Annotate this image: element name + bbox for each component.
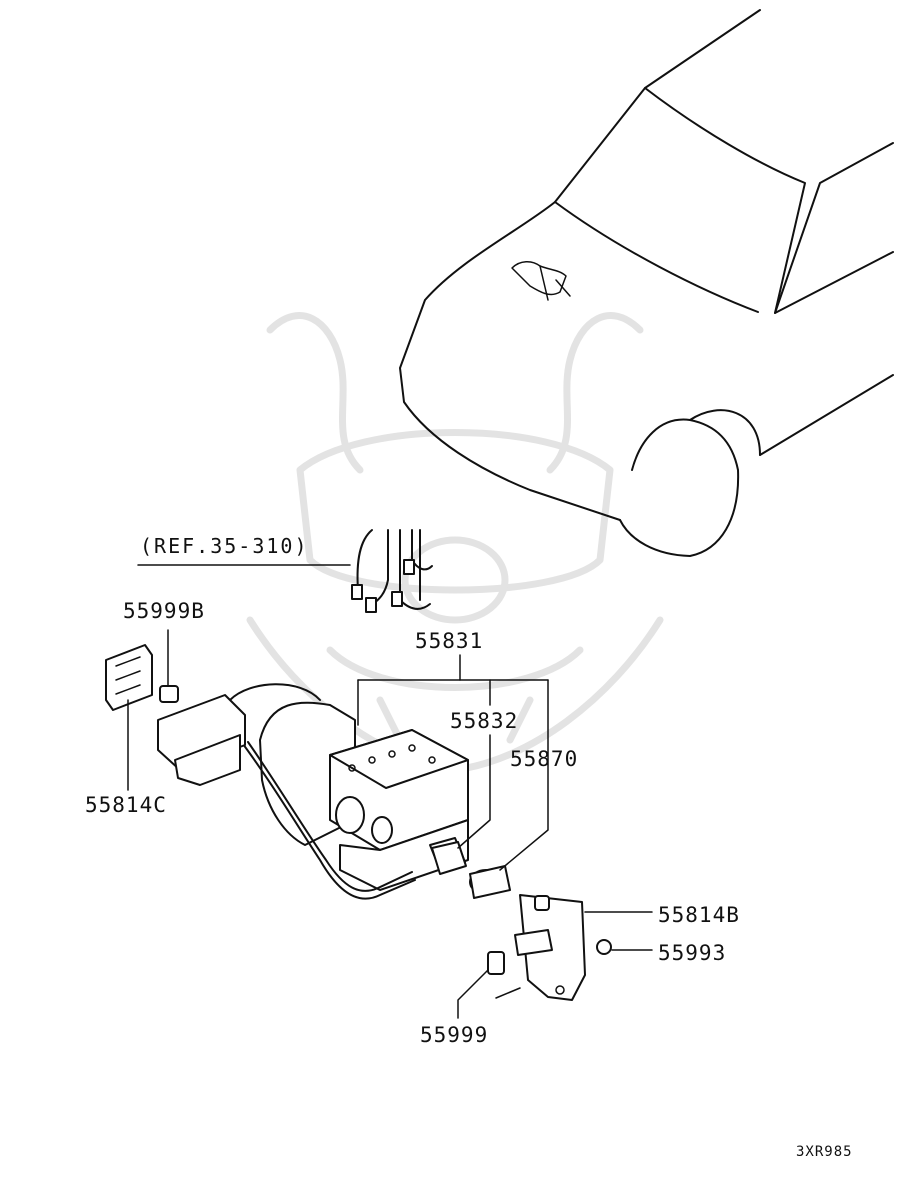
connector-assembly <box>105 644 246 786</box>
label-55832: 55832 <box>450 709 518 733</box>
bracket-55814B <box>487 894 612 1001</box>
label-55870: 55870 <box>510 747 578 771</box>
insulator-parts <box>431 841 511 899</box>
vehicle-outline <box>399 9 894 557</box>
label-55993: 55993 <box>658 941 726 965</box>
brake-pipes <box>351 529 433 613</box>
pump-pipe <box>229 683 416 900</box>
label-55831: 55831 <box>415 629 483 653</box>
leader-lines <box>127 564 653 1019</box>
label-55814C: 55814C <box>85 793 167 817</box>
label-55814B: 55814B <box>658 903 740 927</box>
diagram-code: 3XR985 <box>796 1144 853 1160</box>
reference-label: (REF.35-310) <box>140 534 309 558</box>
label-55999: 55999 <box>420 1023 488 1047</box>
label-55999B: 55999B <box>123 599 205 623</box>
watermark-logo <box>246 312 664 774</box>
